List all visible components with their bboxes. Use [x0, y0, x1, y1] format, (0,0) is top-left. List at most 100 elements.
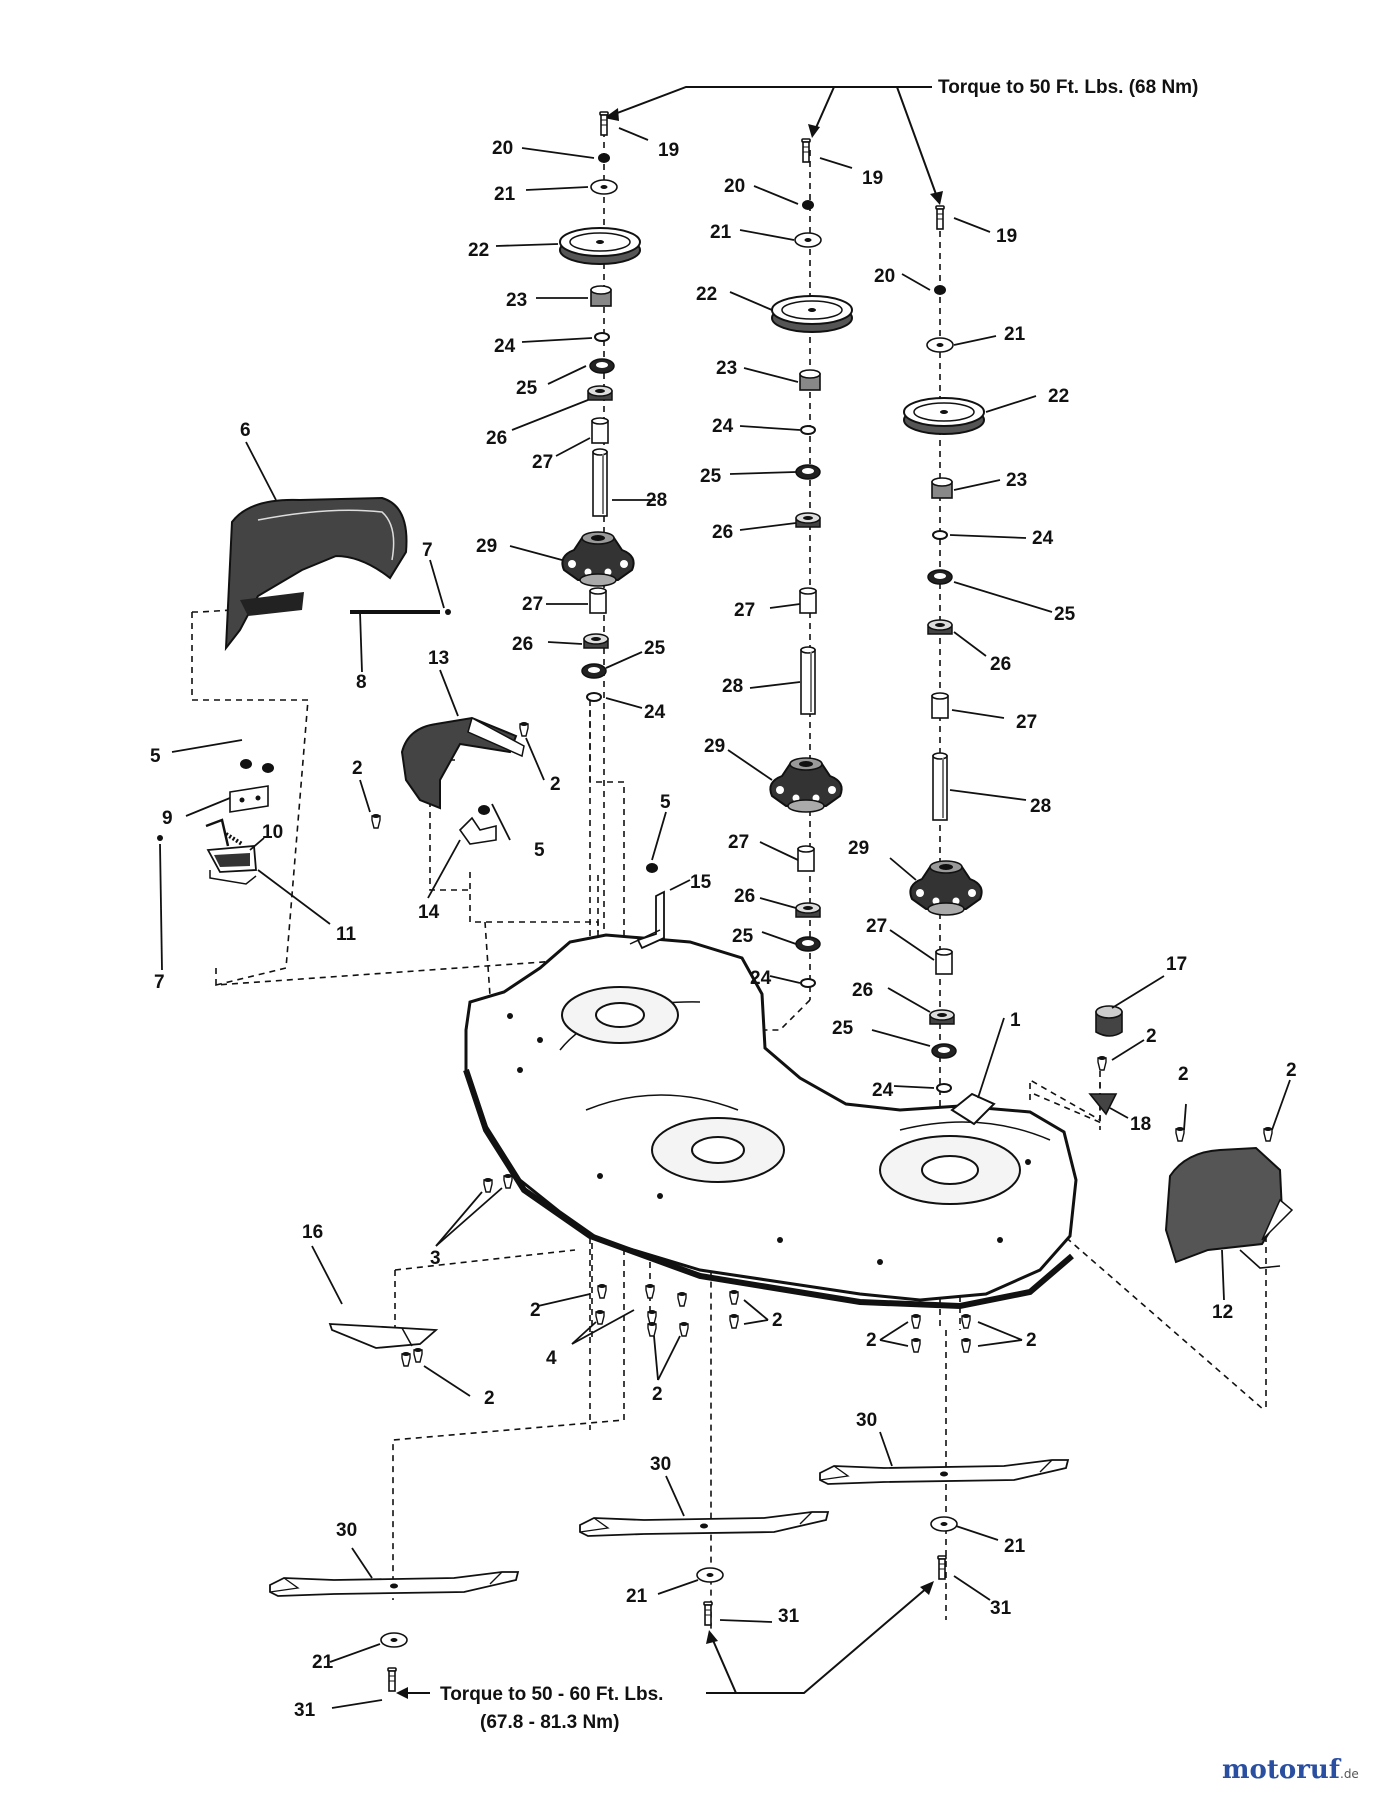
- callout: 5: [660, 792, 671, 813]
- callout: 2: [550, 774, 561, 795]
- callout: 6: [240, 420, 251, 441]
- callout: 25: [516, 378, 538, 399]
- blade-assemblies: [269, 1459, 1069, 1692]
- callout: 23: [716, 358, 737, 379]
- callout: 28: [646, 490, 667, 511]
- top-torque-annotation: [604, 86, 943, 205]
- callout: 20: [724, 176, 745, 197]
- callout: 21: [494, 184, 516, 205]
- callout: 14: [418, 902, 440, 923]
- callout: 21: [1004, 1536, 1026, 1557]
- watermark-suffix: .de: [1340, 1767, 1359, 1781]
- callout: 25: [644, 638, 666, 659]
- callout: 21: [312, 1652, 334, 1673]
- callout: 27: [1016, 712, 1037, 733]
- callout: 2: [1146, 1026, 1157, 1047]
- callout: 27: [734, 600, 755, 621]
- bottom-torque-note-line2: (67.8 - 81.3 Nm): [480, 1712, 619, 1733]
- callout: 27: [866, 916, 887, 937]
- callout: 24: [712, 416, 734, 437]
- callout: 30: [336, 1520, 357, 1541]
- callout: 2: [352, 758, 363, 779]
- callout: 28: [722, 676, 743, 697]
- bottom-torque-note-line1: Torque to 50 - 60 Ft. Lbs.: [440, 1684, 663, 1705]
- callout: 10: [262, 822, 283, 843]
- callout-numbers: 19 20 21 22 23 24 25 26 27 28 29 27 26 2…: [150, 138, 1297, 1721]
- right-guard-parts: [1088, 1005, 1294, 1269]
- callout: 7: [422, 540, 433, 561]
- callout: 26: [712, 522, 733, 543]
- callout: 23: [1006, 470, 1027, 491]
- watermark-text: motoruf: [1222, 1755, 1342, 1785]
- right-spindle-stack: [903, 205, 985, 1093]
- callout: 15: [690, 872, 712, 893]
- callout: 26: [852, 980, 873, 1001]
- callout: 26: [486, 428, 507, 449]
- callout: 29: [704, 736, 725, 757]
- callout: 22: [696, 284, 717, 305]
- callout: 9: [162, 808, 173, 829]
- callout: 2: [530, 1300, 541, 1321]
- discharge-chute-deflector: [224, 496, 451, 652]
- callout: 21: [710, 222, 732, 243]
- callout: 24: [494, 336, 516, 357]
- callout: 24: [750, 968, 772, 989]
- callout: 27: [522, 594, 543, 615]
- callout: 16: [302, 1222, 323, 1243]
- callout: 2: [1178, 1064, 1189, 1085]
- belt-guard-left: [371, 716, 529, 845]
- callout: 2: [1026, 1330, 1037, 1351]
- callout: 20: [492, 138, 513, 159]
- watermark-logo: motoruf.de: [1222, 1755, 1359, 1785]
- callout: 27: [532, 452, 553, 473]
- callout: 17: [1166, 954, 1187, 975]
- callout: 21: [1004, 324, 1026, 345]
- callout: 13: [428, 648, 449, 669]
- callout: 27: [728, 832, 749, 853]
- callout: 29: [848, 838, 869, 859]
- callout: 1: [1010, 1010, 1021, 1031]
- callout: 31: [294, 1700, 316, 1721]
- mower-deck-housing: [463, 933, 1078, 1310]
- callout: 31: [778, 1606, 800, 1627]
- assembly-guide-lines: [191, 120, 1267, 1640]
- callout: 25: [700, 466, 722, 487]
- callout: 19: [658, 140, 679, 161]
- callout: 21: [626, 1586, 648, 1607]
- baffle-16: [328, 1323, 439, 1367]
- callout: 24: [872, 1080, 894, 1101]
- leader-lines: [159, 127, 1291, 1709]
- callout: 3: [430, 1248, 441, 1269]
- callout: 26: [990, 654, 1011, 675]
- callout: 25: [732, 926, 754, 947]
- callout: 5: [534, 840, 545, 861]
- callout: 2: [652, 1384, 663, 1405]
- callout: 19: [996, 226, 1017, 247]
- callout: 4: [546, 1348, 557, 1369]
- bottom-torque-annotation: [396, 1581, 934, 1699]
- callout: 26: [512, 634, 533, 655]
- callout: 28: [1030, 796, 1051, 817]
- callout: 2: [484, 1388, 495, 1409]
- callout: 23: [506, 290, 527, 311]
- callout: 30: [856, 1410, 877, 1431]
- callout: 25: [1054, 604, 1076, 625]
- callout: 20: [874, 266, 895, 287]
- callout: 31: [990, 1598, 1012, 1619]
- callout: 25: [832, 1018, 854, 1039]
- callout: 24: [644, 702, 666, 723]
- callout: 22: [1048, 386, 1069, 407]
- callout: 2: [1286, 1060, 1297, 1081]
- callout: 24: [1032, 528, 1054, 549]
- callout: 19: [862, 168, 883, 189]
- callout: 2: [866, 1330, 877, 1351]
- bracket-15: [629, 863, 665, 950]
- callout: 11: [336, 924, 357, 945]
- deflector-latch-parts: [157, 759, 274, 885]
- callout: 18: [1130, 1114, 1151, 1135]
- callout: 29: [476, 536, 497, 557]
- callout: 7: [154, 972, 165, 993]
- callout: 2: [772, 1310, 783, 1331]
